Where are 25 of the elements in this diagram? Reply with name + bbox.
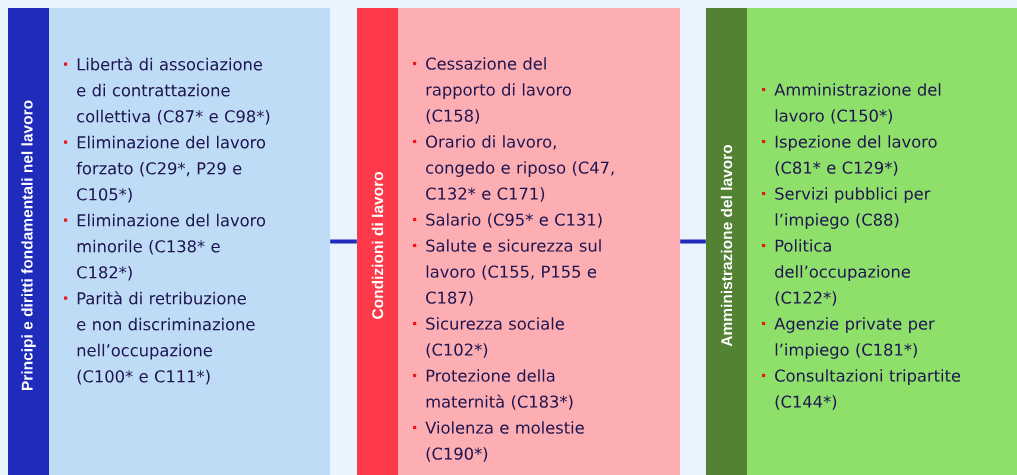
node-label: Parità di retribuzione e non discriminazione nell’occupazione (C100* e C111*) xyxy=(77,291,255,385)
node-label: Amministrazione del lavoro (C150*) xyxy=(774,83,941,124)
panel-heading: Amministrazione del lavoro xyxy=(720,144,733,347)
node-label: Libertà di associazione e di contrattazione collettiva (C87* e C98*) xyxy=(77,57,270,125)
node-label: Servizi pubblici per l’impiego (C88) xyxy=(775,187,931,229)
node-label: Violenza e molestie (C190*) xyxy=(425,421,584,462)
bullet-list: Cessazione del rapporto di lavoro (C158) Orario di lavoro, congedo e riposo (C47, C132* e C171) Salario (C95* e C131) Salute e sicurezza sul lavoro (C155, P155 e C187) Sicurezza sociale (C102*) Protezione della maternità (C183*) Violenza e molestie (C190*) xyxy=(413,57,614,462)
node-label: Orario di lavoro, congedo e riposo (C47, C132* e C171) xyxy=(426,135,614,202)
node-label: Eliminazione del lavoro minorile (C138* e C182*) xyxy=(77,213,266,281)
node-label: Salute e sicurezza sul lavoro (C155, P155 e C187) xyxy=(426,239,601,306)
node-label: Protezione della maternità (C183*) xyxy=(426,369,573,410)
node-label: Ispezione del lavoro (C81* e C129*) xyxy=(775,135,937,176)
connector-line xyxy=(330,239,357,244)
node-label: Cessazione del rapporto di lavoro (C158) xyxy=(426,57,571,124)
bullet-list: Amministrazione del lavoro (C150*) Ispezione del lavoro (C81* e C129*) Servizi pubblici per l’impiego (C88) Politica dell’occupazione (C122*) Agenzie private per l’impiego (C181*) Consultazioni tripartite (C144*) xyxy=(762,83,961,410)
node-label: Politica dell’occupazione (C122*) xyxy=(775,239,910,306)
node-label: Salario (C95* e C131) xyxy=(426,213,602,228)
node-label: Consultazioni tripartite (C144*) xyxy=(775,369,961,410)
node-label: Sicurezza sociale (C102*) xyxy=(426,317,564,358)
panel-heading: Principi e diritti fondamentali nel lavoro xyxy=(21,100,36,390)
panel-heading: Condizioni di lavoro xyxy=(371,172,384,319)
connector-line xyxy=(680,239,706,244)
node-label: Agenzie private per l’impiego (C181*) xyxy=(774,317,935,359)
bullet-list: Libertà di associazione e di contrattazione collettiva (C87* e C98*) Eliminazione del lavoro forzato (C29*, P29 e C105*) Eliminazione del lavoro minorile (C138* e C182*) Parità di retribuzione e non discriminazione nell’occupazione (C100* e C111*) xyxy=(64,57,270,385)
node-label: Eliminazione del lavoro forzato (C29*, P29 e C105*) xyxy=(76,135,266,203)
